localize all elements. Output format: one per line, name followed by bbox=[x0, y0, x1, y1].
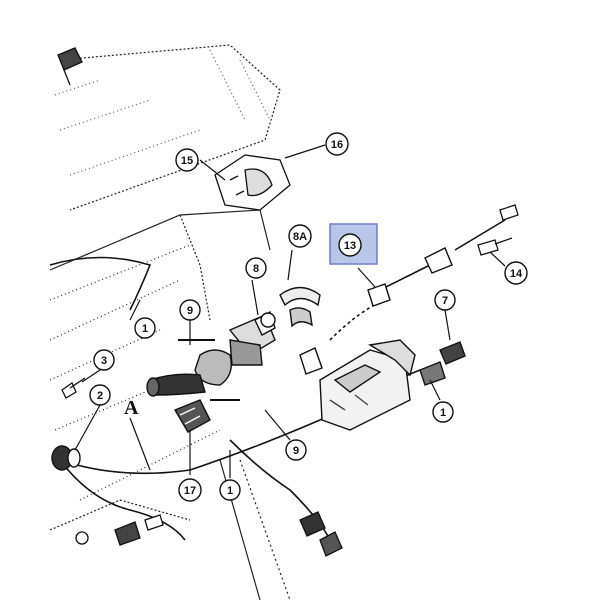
svg-text:15: 15 bbox=[181, 155, 193, 167]
callout-14: 14 bbox=[504, 261, 528, 285]
callout-2: 2 bbox=[89, 384, 111, 406]
svg-text:16: 16 bbox=[331, 139, 343, 151]
callout-15: 15 bbox=[175, 148, 199, 172]
svg-text:8A: 8A bbox=[293, 231, 307, 243]
callout-7: 7 bbox=[434, 289, 456, 311]
grommet-2 bbox=[51, 445, 81, 471]
callout-8a: 8A bbox=[288, 224, 312, 248]
svg-text:9: 9 bbox=[293, 445, 299, 457]
connector-7 bbox=[419, 341, 466, 386]
callout-8: 8 bbox=[245, 257, 267, 279]
wiring-harness bbox=[49, 219, 506, 541]
callout-9-upper: 9 bbox=[179, 299, 201, 321]
grommet-13 bbox=[367, 247, 453, 307]
callout-3: 3 bbox=[93, 349, 115, 371]
callout-1-bottom: 1 bbox=[219, 479, 241, 501]
connector-17 bbox=[173, 399, 211, 433]
callout-1-left: 1 bbox=[134, 317, 156, 339]
svg-text:8: 8 bbox=[253, 263, 259, 275]
callout-16: 16 bbox=[325, 132, 349, 156]
svg-text:3: 3 bbox=[101, 355, 107, 367]
svg-text:17: 17 bbox=[184, 485, 196, 497]
svg-text:7: 7 bbox=[442, 295, 448, 307]
svg-text:13: 13 bbox=[344, 240, 356, 252]
section-marker-a: A bbox=[124, 397, 139, 419]
clamp-part bbox=[279, 286, 321, 328]
callout-1-right: 1 bbox=[432, 401, 454, 423]
svg-text:14: 14 bbox=[510, 268, 523, 280]
callout-17: 17 bbox=[178, 478, 202, 502]
bolt-14 bbox=[477, 204, 519, 256]
leader-lines bbox=[74, 144, 506, 478]
svg-text:1: 1 bbox=[142, 323, 148, 335]
column-shroud bbox=[299, 339, 416, 431]
dashboard-panel bbox=[49, 44, 291, 600]
switch-assembly bbox=[146, 310, 276, 401]
switch-bracket bbox=[214, 154, 291, 211]
bolt-3 bbox=[61, 377, 86, 399]
svg-text:2: 2 bbox=[97, 390, 103, 402]
svg-text:1: 1 bbox=[440, 407, 446, 419]
callout-13: 13 bbox=[338, 233, 362, 257]
lower-connectors bbox=[75, 511, 343, 557]
svg-text:1: 1 bbox=[227, 485, 233, 497]
callout-9-lower: 9 bbox=[285, 439, 307, 461]
top-left-connector bbox=[57, 47, 83, 86]
svg-text:9: 9 bbox=[187, 305, 193, 317]
